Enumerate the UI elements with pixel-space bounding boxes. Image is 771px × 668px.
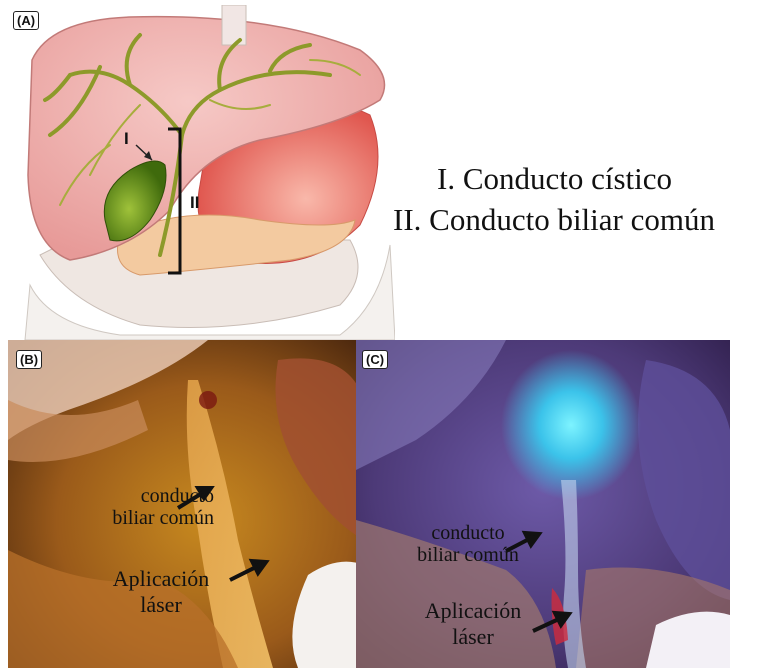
- panel-b-label: (B): [16, 350, 42, 369]
- panel-a-illustration: (A) I II: [10, 5, 395, 340]
- panel-c-duct-line2: biliar común: [398, 544, 538, 566]
- panel-b-duct-line1: conducto: [74, 485, 214, 507]
- panel-b-laser-line2: láser: [96, 592, 226, 618]
- panel-c-label: (C): [362, 350, 388, 369]
- panel-c-laser-annotation: Aplicación láser: [408, 598, 538, 650]
- panel-b-laser-annotation: Aplicación láser: [96, 566, 226, 618]
- marker-ii: II: [190, 193, 199, 213]
- panel-b-duct-line2: biliar común: [44, 507, 214, 529]
- panel-c-laser-line1: Aplicación: [408, 598, 538, 624]
- panel-c-photo: (C) conducto biliar común Aplicación lás…: [356, 340, 730, 668]
- liver-anatomy-illustration: [10, 5, 395, 340]
- panel-a-label: (A): [13, 11, 39, 30]
- legend-cystic-duct: I. Conducto cístico: [437, 162, 672, 196]
- panel-b-duct-annotation: conducto biliar común: [74, 485, 214, 529]
- panel-b-laser-line1: Aplicación: [96, 566, 226, 592]
- panel-c-laser-line2: láser: [408, 624, 538, 650]
- panel-c-duct-line1: conducto: [398, 522, 538, 544]
- legend-common-bile-duct: II. Conducto biliar común: [393, 203, 715, 237]
- panel-c-duct-annotation: conducto biliar común: [398, 522, 538, 566]
- marker-i: I: [124, 129, 129, 149]
- panel-b-photo: (B) conducto biliar común Aplicación lás…: [8, 340, 364, 668]
